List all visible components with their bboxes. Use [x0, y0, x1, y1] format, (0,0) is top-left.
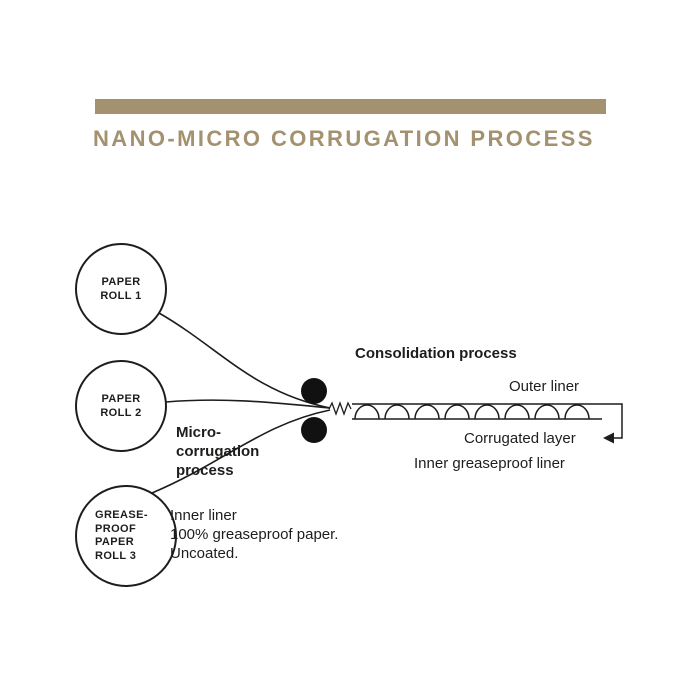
direction-bracket [602, 403, 623, 439]
paper-roll-2-label: PAPER ROLL 2 [100, 393, 142, 419]
accent-bar [95, 99, 606, 114]
consolidation-process-label: Consolidation process [355, 345, 517, 362]
corrugation-roller-bottom [301, 417, 327, 443]
web-line-roll2 [165, 399, 331, 409]
paper-roll-2-circle [75, 360, 167, 452]
web-line-roll3 [151, 409, 331, 494]
inner-greaseproof-liner-label: Inner greaseproof liner [414, 455, 565, 472]
outer-liner-label: Outer liner [509, 378, 580, 395]
micro-corrugation-process-label: Micro- corrugation process [176, 424, 260, 479]
paper-roll-1-label: PAPER ROLL 1 [100, 276, 142, 302]
paper-roll-1-circle [75, 243, 167, 335]
left-arrow-icon [603, 432, 614, 444]
paper-roll-3-circle [75, 485, 177, 587]
page-title: NANO-MICRO CORRUGATION PROCESS [93, 126, 595, 151]
inner-liner-note: Inner liner 100% greaseproof paper. Unco… [170, 507, 339, 562]
corrugated-layer-label: Corrugated layer [464, 430, 576, 447]
paper-roll-3-label: GREASE- PROOF PAPER ROLL 3 [95, 509, 148, 562]
corrugated-layer-arcs [354, 404, 590, 420]
corrugation-roller-top [301, 378, 327, 404]
zigzag-web-icon [328, 401, 352, 416]
web-line-roll1 [158, 312, 331, 409]
